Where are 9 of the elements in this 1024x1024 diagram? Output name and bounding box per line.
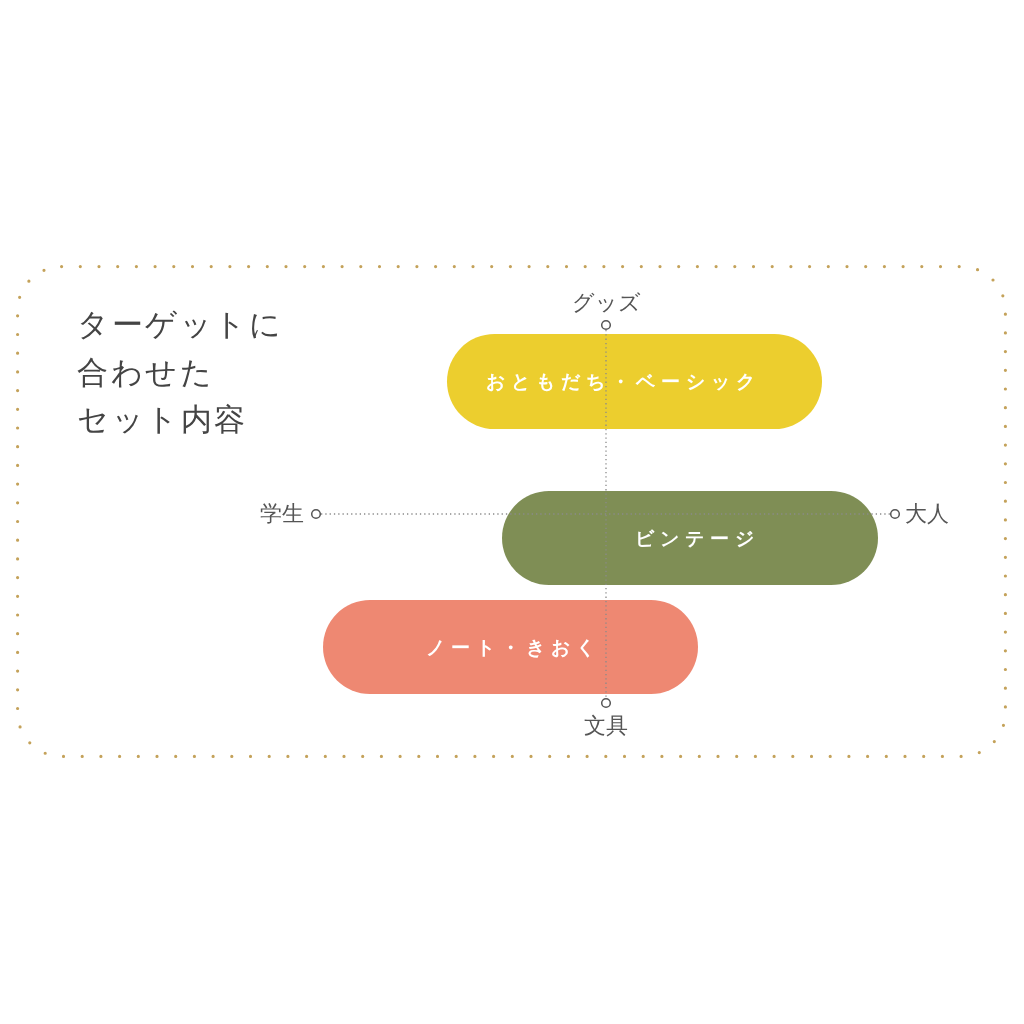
- panel-heading: ターゲットに合わせたセット内容: [77, 305, 283, 439]
- pill-label: おともだち・ベーシック: [486, 370, 761, 393]
- pill-label: ビンテージ: [634, 526, 760, 550]
- axis-label: 大人: [905, 501, 949, 527]
- axis-label: 学生: [260, 501, 304, 527]
- pill-label: ノート・きおく: [426, 635, 601, 659]
- dotted-panel: [16, 265, 1007, 758]
- axis-label: グッズ: [571, 290, 641, 316]
- axis-label: 文具: [584, 713, 628, 739]
